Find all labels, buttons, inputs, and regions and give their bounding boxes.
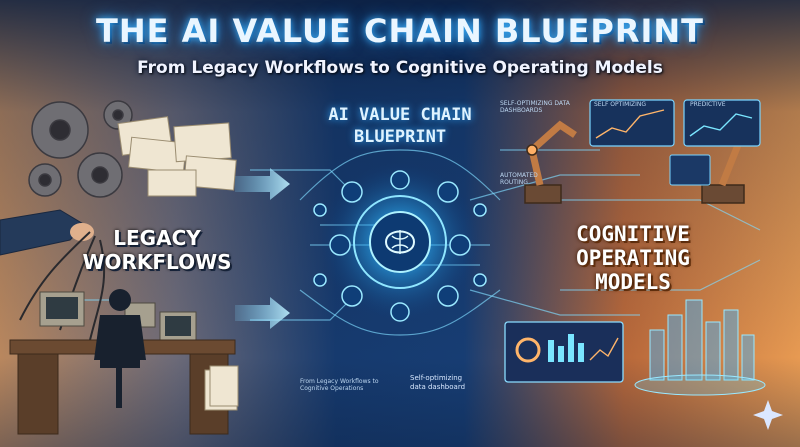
- cognitive-models-label: COGNITIVE OPERATING MODELS: [548, 222, 718, 294]
- brain-chip-icon: [320, 162, 480, 322]
- page-subtitle: From Legacy Workflows to Cognitive Opera…: [137, 58, 663, 78]
- cognitive-label-line3: MODELS: [595, 270, 671, 294]
- gear-icon: [28, 100, 133, 198]
- predictive-label: PREDICTIVE: [690, 101, 726, 108]
- self-optimizing-panel-label: SELF OPTIMIZING: [594, 101, 647, 108]
- city-hologram-icon: [634, 299, 766, 396]
- network-nodes: [313, 170, 487, 322]
- cognitive-label-line1: COGNITIVE: [576, 222, 690, 246]
- automated-routing-label: AUTOMATED ROUTING: [500, 172, 538, 186]
- dashboard-icon: [589, 99, 761, 186]
- dashboard-caption-line1: Self-optimizing: [410, 374, 463, 382]
- legacy-workflows-label: LEGACY WORKFLOWS: [82, 226, 232, 274]
- bottom-small-label: From Legacy Workflows to Cognitive Opera…: [300, 378, 379, 392]
- dashboard-icon: [504, 321, 624, 383]
- dashboard-caption-line2: data dashboard: [410, 383, 466, 391]
- dashboard-caption: Self-optimizing data dashboard: [410, 374, 465, 392]
- self-optimizing-top-label: SELF-OPTIMIZING DATA DASHBOARDS: [500, 100, 570, 114]
- legacy-label-line1: LEGACY: [113, 226, 201, 250]
- paper-stack-icon: [117, 116, 237, 197]
- center-label-line1: AI VALUE CHAIN: [328, 105, 472, 125]
- hand-icon: [0, 209, 94, 256]
- page-title: THE AI VALUE CHAIN BLUEPRINT: [96, 12, 704, 50]
- cognitive-label-line2: OPERATING: [576, 246, 690, 270]
- legacy-label-line2: WORKFLOWS: [82, 250, 232, 274]
- paper-stack-icon: [204, 365, 239, 411]
- center-label-line2: BLUEPRINT: [353, 127, 447, 147]
- arrow-right-icon: [235, 168, 290, 329]
- center-label: AI VALUE CHAIN BLUEPRINT: [300, 104, 500, 148]
- desk-worker-icon: [94, 289, 146, 408]
- sparkle-icon: [753, 400, 783, 430]
